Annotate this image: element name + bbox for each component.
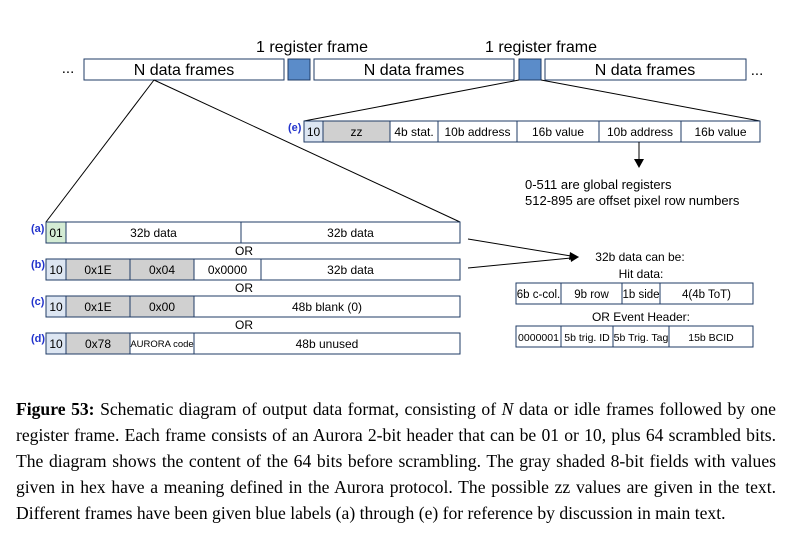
frame-e-value-text-2: 16b value [694, 125, 746, 139]
frame-e-tag: (e) [288, 122, 302, 134]
hit-text-col: 6b c-col. [517, 289, 560, 301]
event-text-bcid: 15b BCID [688, 332, 734, 344]
arrow-b-head [570, 254, 579, 262]
register-expand-line-right [540, 79, 761, 122]
frame-c-hex-text-1: 0x1E [84, 300, 111, 314]
frame-e-address-text-1: 10b address [444, 125, 510, 139]
frame-b-hex-text-2: 0x04 [149, 263, 175, 277]
frame-c-hex-text-2: 0x00 [149, 300, 175, 314]
event-text-prefix: 0000001 [518, 332, 559, 344]
frame-a-header-text: 01 [49, 226, 63, 240]
frame-b-header-text: 10 [49, 263, 63, 277]
hit-text-row: 9b row [574, 289, 609, 301]
register-frame-label-2: 1 register frame [485, 39, 597, 56]
data-frames-box-1 [83, 58, 285, 81]
event-text-trig-tag: 5b Trig. Tag [614, 332, 669, 344]
data-frames-label-2: N data frames [364, 62, 464, 79]
or-label-2: OR [235, 281, 253, 295]
frame-e-value-cell-2 [680, 120, 761, 143]
caption-n-italic: N [501, 399, 514, 419]
data-frames-box-2 [313, 58, 515, 81]
data-expand-line-right [153, 79, 461, 223]
frame-c-tag: (c) [31, 296, 45, 308]
hit-cell-tot [659, 282, 754, 305]
data-frames-box-3 [544, 58, 747, 81]
data-frames-label-1: N data frames [134, 62, 234, 79]
data-can-be-title: 32b data can be: [595, 250, 684, 264]
frame-d-header-text: 10 [49, 337, 63, 351]
frame-b-data-text: 32b data [327, 263, 374, 277]
register-frame-block-1 [287, 58, 311, 81]
address-arrow-head [634, 159, 644, 168]
frame-e-value-text-1: 16b value [532, 125, 584, 139]
frame-a-data-text-2: 32b data [327, 226, 374, 240]
frame-b-data-cell [260, 258, 461, 281]
or-label-1: OR [235, 244, 253, 258]
frame-b-hex-text-1: 0x1E [84, 263, 111, 277]
data-expand-line-left [45, 79, 155, 223]
frame-b-zero-text: 0x0000 [208, 263, 248, 277]
event-text-trig-id: 5b trig. ID [564, 332, 610, 344]
frame-c-blank-cell [193, 295, 461, 318]
frame-d-aurora-text: AURORA code [130, 339, 193, 350]
event-cell-bcid [668, 325, 754, 348]
register-note-line-2: 512-895 are offset pixel row numbers [525, 193, 740, 208]
frame-d-tag: (d) [31, 333, 45, 345]
register-note-line-1: 0-511 are global registers [525, 177, 672, 192]
hit-text-tot: 4(4b ToT) [682, 289, 731, 301]
output-data-format-diagram: 1 register frame 1 register frame ... N … [31, 39, 764, 355]
frame-a-data-text-1: 32b data [130, 226, 177, 240]
figure-label: Figure 53: [16, 399, 95, 419]
event-header-label: OR Event Header: [592, 310, 690, 324]
frame-a-tag: (a) [31, 223, 45, 235]
frame-e-address-text-2: 10b address [607, 125, 673, 139]
caption-text-1: Schematic diagram of output data format,… [94, 399, 502, 419]
data-frames-label-3: N data frames [595, 62, 695, 79]
arrow-a-line [467, 238, 572, 257]
frame-d-hex-text: 0x78 [85, 337, 111, 351]
frame-e-stat-text: 4b stat. [394, 125, 433, 139]
register-frame-label-1: 1 register frame [256, 39, 368, 56]
frame-c-blank-text: 48b blank (0) [292, 300, 362, 314]
or-label-3: OR [235, 318, 253, 332]
frame-d-unused-text: 48b unused [296, 337, 359, 351]
register-frame-block-2 [518, 58, 542, 81]
frame-d-unused-cell [193, 332, 461, 355]
figure-caption: Figure 53: Schematic diagram of output d… [16, 396, 776, 526]
ellipsis-right: ... [751, 62, 764, 79]
arrow-b-line [467, 257, 572, 269]
frame-e-zz-text: zz [351, 125, 363, 139]
hit-text-side: 1b side [622, 289, 659, 301]
hit-data-label: Hit data: [619, 267, 664, 281]
frame-a-data-cell-2 [240, 221, 461, 244]
caption-text-2: data or idle frames followed by one regi… [16, 399, 776, 523]
frame-c-header-text: 10 [49, 300, 63, 314]
frame-e-header-text: 10 [307, 125, 321, 139]
frame-b-tag: (b) [31, 259, 45, 271]
ellipsis-left: ... [62, 60, 75, 77]
register-expand-line-left [303, 79, 520, 122]
